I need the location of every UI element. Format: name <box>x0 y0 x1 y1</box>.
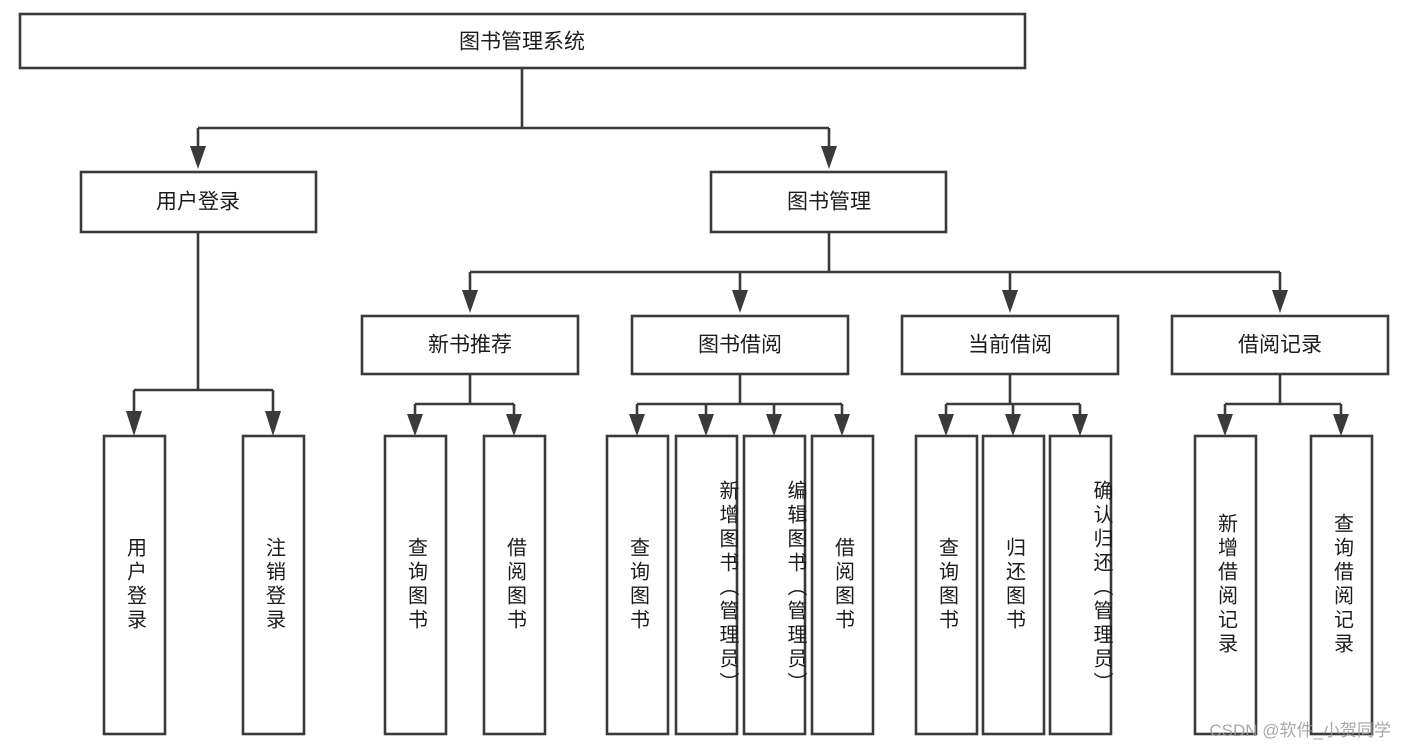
leaf-box-borrow-book-1[interactable] <box>482 434 547 736</box>
user-login-label: 用户登录 <box>156 191 240 214</box>
connector-user-login-to-leaves <box>126 232 281 436</box>
leaf-box-query-book-2[interactable] <box>605 434 670 736</box>
new-book-recommend-box[interactable] <box>360 314 580 376</box>
arrow-down-icon <box>629 414 645 436</box>
book-management-label: 图书管理 <box>787 191 871 214</box>
arrow-down-icon <box>1005 414 1021 436</box>
arrow-down-icon <box>938 414 954 436</box>
arrow-down-icon <box>698 414 714 436</box>
leaf-box-query-book-3[interactable] <box>914 434 979 736</box>
connector-book-borrow-to-leaves <box>629 374 850 436</box>
arrow-down-icon <box>126 411 142 436</box>
leaf-box-query-borrow-record[interactable] <box>1309 434 1374 736</box>
current-borrow-label: 当前借阅 <box>968 334 1052 357</box>
node-borrow-record[interactable]: 借阅记录 <box>1170 314 1390 376</box>
arrow-down-icon <box>506 414 522 436</box>
connector-new-book-recommend-to-leaves <box>407 374 522 436</box>
borrow-record-label: 借阅记录 <box>1238 334 1322 357</box>
arrow-down-icon <box>462 290 478 313</box>
connector-root-to-level2 <box>190 68 837 169</box>
node-new-book-recommend[interactable]: 新书推荐 <box>360 314 580 376</box>
arrow-down-icon <box>834 414 850 436</box>
book-management-box[interactable] <box>709 170 948 234</box>
leaf-box-add-book-admin[interactable] <box>674 434 739 736</box>
node-user-login[interactable]: 用户登录 <box>79 170 318 234</box>
arrow-down-icon <box>1333 414 1349 436</box>
arrow-down-icon <box>1272 290 1288 313</box>
borrow-record-box[interactable] <box>1170 314 1390 376</box>
arrow-down-icon <box>265 411 281 436</box>
arrow-down-icon <box>821 146 837 169</box>
csdn-watermark: CSDN @软件_小贺同学 <box>1209 721 1391 740</box>
leaf-box-borrow-book-2[interactable] <box>810 434 875 736</box>
current-borrow-box[interactable] <box>900 314 1120 376</box>
node-book-borrow[interactable]: 图书借阅 <box>630 314 850 376</box>
book-borrow-box[interactable] <box>630 314 850 376</box>
node-current-borrow[interactable]: 当前借阅 <box>900 314 1120 376</box>
node-book-management[interactable]: 图书管理 <box>709 170 948 234</box>
leaf-box-edit-book-admin[interactable] <box>742 434 807 736</box>
leaf-box-add-borrow-record[interactable] <box>1193 434 1258 736</box>
connector-current-borrow-to-leaves <box>938 374 1088 436</box>
leaf-box-query-book-1[interactable] <box>383 434 448 736</box>
leaf-box-user-login[interactable] <box>102 434 167 736</box>
root-label: 图书管理系统 <box>459 31 585 54</box>
leaf-box-logout[interactable] <box>241 434 306 736</box>
root-box[interactable] <box>18 12 1027 70</box>
arrow-down-icon <box>1072 414 1088 436</box>
arrow-down-icon <box>1217 414 1233 436</box>
leaf-box-confirm-return-admin[interactable] <box>1048 434 1113 736</box>
new-book-recommend-label: 新书推荐 <box>428 334 512 357</box>
book-borrow-label: 图书借阅 <box>698 334 782 357</box>
leaf-box-return-book[interactable] <box>981 434 1046 736</box>
connector-borrow-record-to-leaves <box>1217 374 1349 436</box>
node-root[interactable]: 图书管理系统 <box>18 12 1027 70</box>
arrow-down-icon <box>766 414 782 436</box>
connector-book-management-to-level3 <box>462 232 1288 313</box>
arrow-down-icon <box>407 414 423 436</box>
arrow-down-icon <box>1002 290 1018 313</box>
arrow-down-icon <box>732 290 748 313</box>
arrow-down-icon <box>190 146 206 169</box>
